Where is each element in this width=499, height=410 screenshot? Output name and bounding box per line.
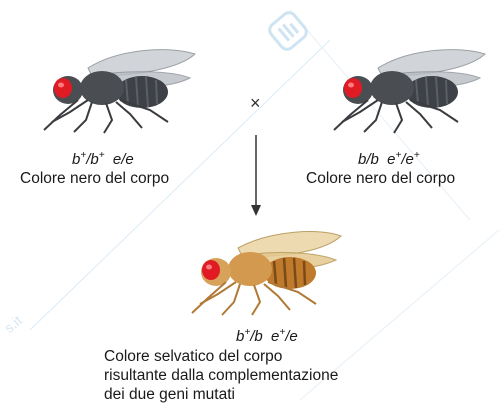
description-line: Colore selvatico del corpo [104,347,338,366]
fly-wild-offspring [176,218,346,318]
phenotype-left: Colore nero del corpo [20,170,169,188]
description-line: dei due geni mutati [104,385,338,404]
fly-black-right [320,40,490,135]
genotype-left: b+/b+ e/e [72,151,134,168]
genotype-offspring: b+/b e+/e [236,328,298,345]
watermark-text: s.it [1,312,25,336]
offspring-description: Colore selvatico del corpo risultante da… [104,347,338,404]
description-line: risultante dalla complementazione [104,366,338,385]
down-arrow-icon [248,135,264,217]
fly-black-left [30,40,200,135]
publisher-logo-icon [265,8,311,54]
cross-symbol: × [250,93,261,114]
genotype-right: b/b e+/e+ [358,151,420,168]
phenotype-right: Colore nero del corpo [306,170,455,188]
